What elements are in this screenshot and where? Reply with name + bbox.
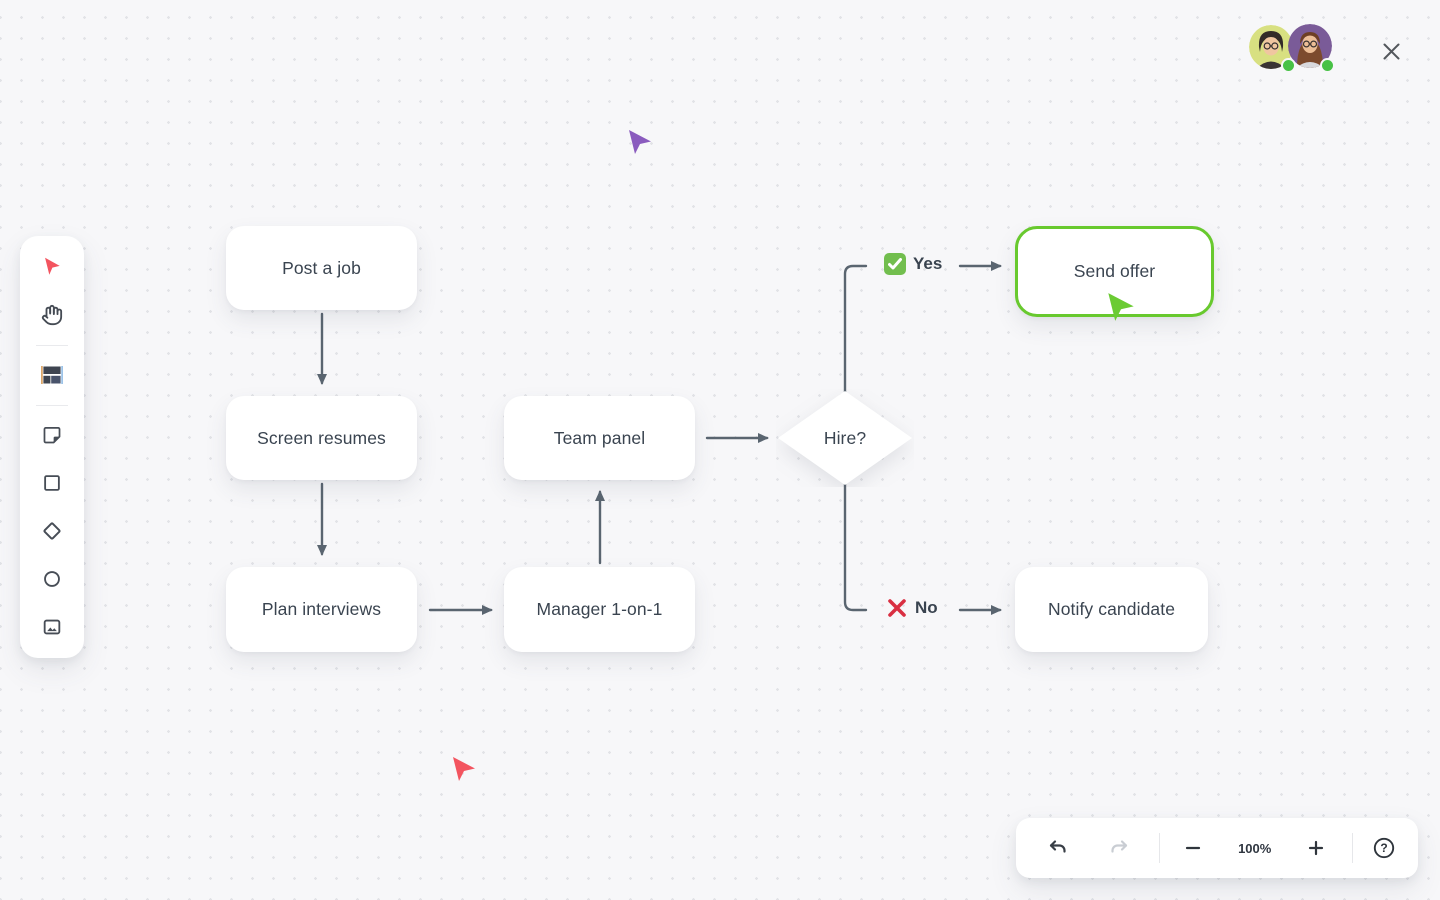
diamond-tool-button[interactable] — [32, 511, 72, 551]
sticky-note-icon — [43, 426, 61, 444]
toolbar-divider — [36, 345, 68, 346]
node-label: Screen resumes — [257, 427, 386, 448]
rectangle-icon — [44, 475, 60, 491]
avatar-illustration — [1249, 25, 1293, 69]
node-label: Post a job — [282, 257, 361, 278]
undo-icon — [1050, 839, 1066, 853]
flow-node-hire-decision[interactable]: Hire? — [776, 389, 914, 487]
zoom-out-button[interactable] — [1176, 830, 1211, 866]
diamond-shape — [778, 391, 912, 485]
node-label: Notify candidate — [1047, 599, 1176, 619]
toolbar-divider — [1158, 833, 1160, 863]
flow-node-post-job[interactable]: Post a job — [226, 226, 417, 310]
redo-button[interactable] — [1101, 830, 1136, 866]
flow-node-screen-resumes[interactable]: Screen resumes — [226, 396, 417, 480]
zoom-toolbar: 100% ? — [1016, 818, 1418, 878]
branch-no-text: No — [915, 598, 938, 617]
help-icon: ? — [1374, 837, 1395, 859]
node-label: Send offer — [1073, 261, 1156, 281]
close-button[interactable] — [1374, 34, 1408, 68]
hand-icon — [41, 304, 63, 326]
collaborator-cursor-red — [453, 757, 475, 781]
node-label: Team panel — [553, 427, 646, 448]
layout-icon — [41, 366, 63, 384]
collaborator-avatar-1[interactable] — [1249, 25, 1293, 69]
undo-button[interactable] — [1040, 830, 1075, 866]
avatar-illustration — [1288, 24, 1332, 68]
image-icon — [43, 619, 61, 635]
svg-text:?: ? — [1381, 841, 1388, 855]
help-button[interactable]: ? — [1367, 830, 1402, 866]
sticky-note-tool-button[interactable] — [32, 415, 72, 455]
node-label: Plan interviews — [261, 599, 382, 619]
flow-node-plan-interviews[interactable]: Plan interviews — [226, 567, 417, 652]
node-label: Hire? — [823, 427, 867, 448]
connector-hire-yes-elbow[interactable] — [843, 264, 868, 396]
checkmark-icon — [884, 253, 906, 275]
plus-icon — [1308, 840, 1324, 856]
zoom-in-button[interactable] — [1298, 830, 1333, 866]
online-status-dot — [1320, 58, 1335, 73]
close-icon — [1383, 43, 1399, 59]
redo-icon — [1110, 839, 1127, 853]
templates-tool-button[interactable] — [32, 355, 72, 395]
node-label: Manager 1-on-1 — [536, 599, 663, 619]
branch-label-no: No — [886, 597, 938, 619]
circle-icon — [44, 571, 60, 587]
online-status-dot — [1281, 58, 1296, 73]
connector-hire-no-elbow[interactable] — [843, 480, 868, 612]
diamond-icon — [43, 522, 61, 540]
flow-node-team-panel[interactable]: Team panel — [504, 396, 695, 480]
zoom-level: 100% — [1238, 840, 1272, 856]
ellipse-tool-button[interactable] — [32, 559, 72, 599]
branch-label-yes: Yes — [884, 253, 942, 275]
image-tool-button[interactable] — [32, 607, 72, 647]
flow-node-manager-1-on-1[interactable]: Manager 1-on-1 — [504, 567, 695, 652]
select-tool-button[interactable] — [32, 247, 72, 287]
hand-tool-button[interactable] — [32, 295, 72, 335]
minus-icon — [1186, 846, 1201, 850]
toolbar-divider — [1351, 833, 1353, 863]
collaborator-cursor-purple — [629, 130, 651, 154]
rectangle-tool-button[interactable] — [32, 463, 72, 503]
flow-node-notify-candidate[interactable]: Notify candidate — [1015, 567, 1208, 652]
cursor-icon — [45, 257, 60, 275]
flow-node-send-offer[interactable]: Send offer — [1015, 226, 1214, 317]
cross-icon — [886, 597, 908, 619]
shapes-toolbar — [20, 236, 84, 658]
toolbar-divider — [36, 405, 68, 406]
branch-yes-text: Yes — [913, 254, 943, 273]
collaborator-avatar-2[interactable] — [1288, 24, 1332, 68]
